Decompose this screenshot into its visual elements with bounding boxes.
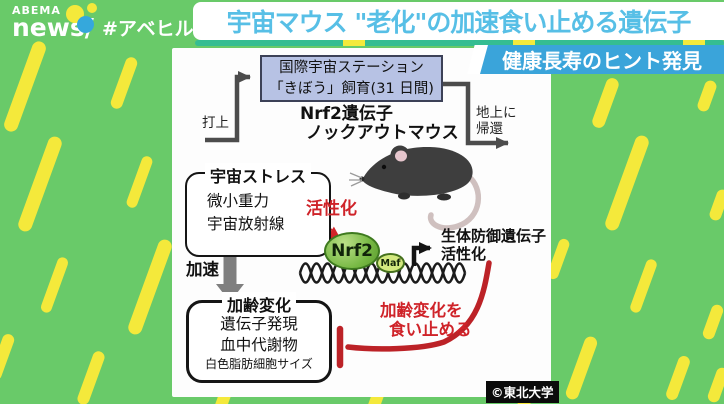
space-stress-title: 宇宙ストレス (204, 163, 312, 187)
background-stripe (16, 134, 64, 234)
knockout-mouse-label: Nrf2遺伝子 ノックアウトマウス (300, 104, 459, 143)
diagram-panel: 国際宇宙ステーション 「きぼう」飼育(31 日間) 打上 地上に 帰還 Nrf2… (172, 48, 559, 403)
defense-genes-label: 生体防御遺伝子 活性化 (441, 227, 547, 263)
aging-item-gene-expression: 遺伝子発現 (220, 315, 298, 333)
background-stripe (664, 354, 692, 402)
launch-arrow-icon (205, 71, 251, 143)
nrf2-oval: Nrf2 (324, 232, 380, 270)
stress-item-microgravity: 微小重力 (207, 192, 270, 210)
iss-box-line1: 国際宇宙ステーション (279, 60, 424, 76)
background-stripe (75, 349, 107, 404)
launch-label: 打上 (202, 115, 229, 131)
background-stripe (707, 187, 724, 223)
headline-banner: 宇宙マウス "老化"の加速食い止める遺伝子 (193, 2, 724, 40)
credit-badge: ©東北大学 (486, 381, 559, 403)
sub-banner-text: 健康長寿のヒント発見 (502, 49, 702, 73)
inhibition-arrow-icon (336, 260, 492, 369)
program-hashtag: #アベヒル (102, 18, 194, 40)
logo-text-abema: ABEMA (12, 4, 61, 17)
background-stripe (109, 55, 139, 111)
background-stripe (706, 366, 724, 404)
background-stripe (38, 255, 70, 315)
background-stripe (124, 154, 154, 210)
iss-box: 国際宇宙ステーション 「きぼう」飼育(31 日間) (260, 55, 443, 102)
background-stripe (628, 257, 658, 315)
logo-dot-blue-icon (77, 16, 94, 33)
background-stripe (589, 76, 621, 130)
space-stress-box: 宇宙ストレス 微小重力 宇宙放射線 (185, 163, 331, 257)
activation-label: 活性化 (306, 199, 357, 219)
background-stripe (701, 303, 724, 341)
background-stripe (0, 332, 16, 382)
stop-aging-label: 加齢変化を 食い止める (380, 301, 472, 339)
return-label: 地上に 帰還 (476, 105, 517, 137)
iss-box-line2: 「きぼう」飼育(31 日間) (269, 81, 434, 97)
stress-item-radiation: 宇宙放射線 (207, 215, 285, 233)
background-stripe (126, 237, 174, 337)
mouse-illustration (349, 145, 482, 231)
background-stripe (563, 334, 599, 402)
background-stripe (2, 38, 48, 134)
aging-change-title: 加齢変化 (221, 292, 297, 316)
background-stripe (695, 78, 719, 114)
diagram-artwork (205, 71, 509, 369)
background-stripe (603, 133, 651, 233)
headline-text: 宇宙マウス "老化"の加速食い止める遺伝子 (226, 8, 692, 37)
aging-item-blood-metabolites: 血中代謝物 (220, 336, 298, 354)
accelerate-label: 加速 (186, 260, 219, 279)
sub-banner: 健康長寿のヒント発見 (480, 45, 724, 74)
aging-item-fat-cell-size: 白色脂肪細胞サイズ (205, 357, 313, 371)
return-arrow-icon (443, 81, 509, 149)
maf-oval: Maf (376, 253, 405, 273)
transcription-arrow-icon (411, 242, 432, 266)
aging-change-box: 加齢変化 遺伝子発現 血中代謝物 白色脂肪細胞サイズ (186, 292, 332, 383)
headline-underline (195, 40, 724, 46)
logo-dot-yellow-small-icon (87, 3, 97, 13)
